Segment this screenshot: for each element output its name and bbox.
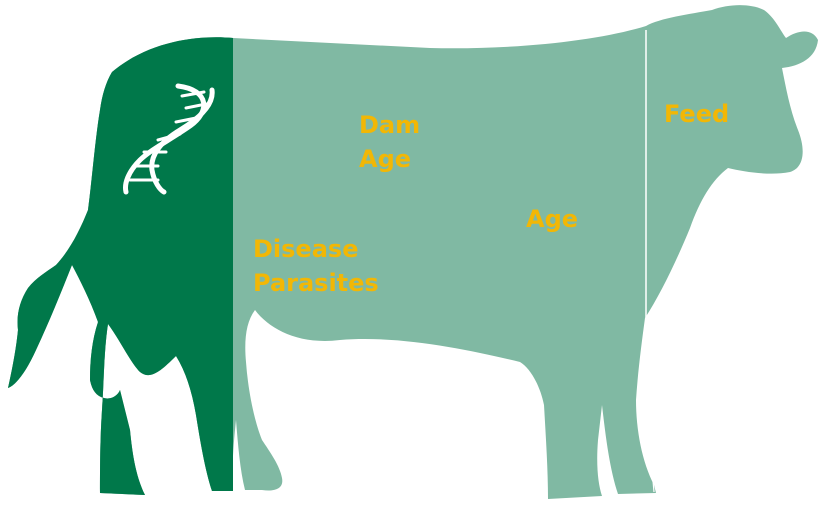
label-age: Age (526, 202, 578, 236)
label-dam-age-line1: Dam (359, 108, 420, 142)
label-feed: Feed (664, 97, 729, 131)
label-disease-parasites: Disease Parasites (253, 232, 379, 300)
label-disease: Disease (253, 232, 379, 266)
label-parasites: Parasites (253, 266, 379, 300)
label-dam-age: Dam Age (359, 108, 420, 176)
label-dam-age-line2: Age (359, 142, 420, 176)
